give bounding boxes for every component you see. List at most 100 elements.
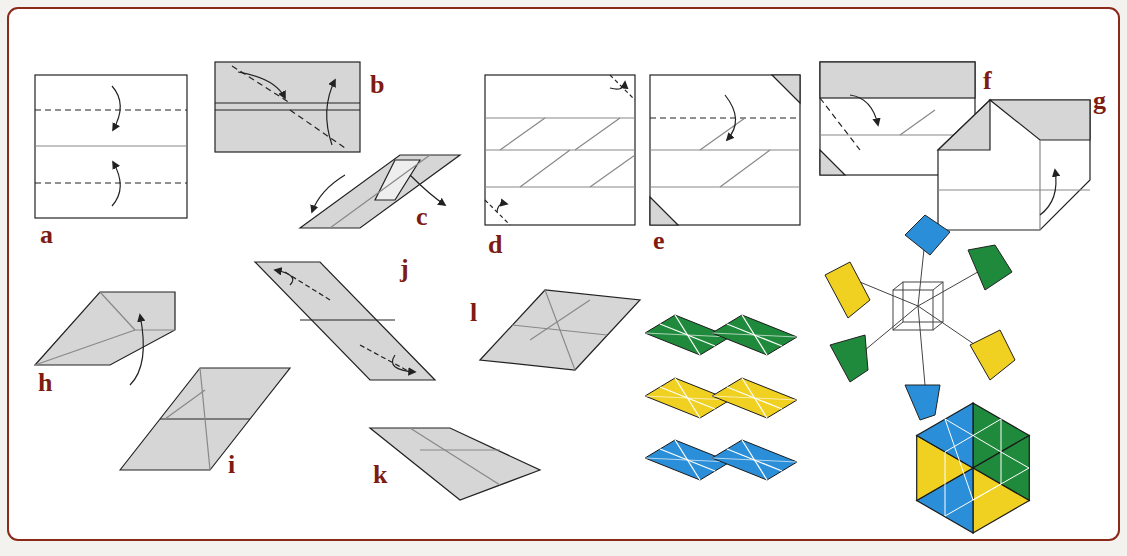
fold-steps-part	[650, 149, 800, 150]
fold-steps-part	[530, 300, 590, 340]
fold-steps-part	[232, 66, 290, 103]
fold-steps-part	[410, 428, 500, 485]
assembly-part	[970, 330, 1015, 380]
fold-steps-part	[35, 292, 175, 365]
fold-steps-part	[485, 200, 510, 225]
fold-steps-part	[820, 62, 975, 98]
fold-steps-part	[820, 134, 975, 135]
fold-steps-part	[1040, 170, 1056, 215]
fold-steps-part	[300, 319, 395, 320]
fold-steps-part	[650, 75, 800, 225]
fold-steps-part	[650, 197, 678, 225]
fold-steps-part	[35, 330, 135, 365]
fold-steps	[35, 62, 1090, 500]
assembly-part	[825, 262, 870, 318]
finished-model-part-part	[945, 419, 1001, 516]
colored-modules	[645, 315, 797, 480]
fold-steps-part	[327, 80, 335, 145]
fold-steps-part	[215, 62, 360, 152]
fold-steps-part	[772, 75, 800, 103]
fold-steps-part	[275, 270, 293, 285]
fold-steps-part	[485, 75, 635, 225]
fold-steps-part	[35, 75, 187, 218]
fold-steps-part	[610, 82, 625, 89]
fold-steps-part	[850, 95, 878, 125]
step-letter: f	[983, 68, 992, 94]
frame-part	[8, 8, 1119, 540]
fold-steps-part	[135, 329, 175, 330]
fold-steps-part	[590, 155, 635, 187]
fold-steps-part	[165, 390, 205, 419]
fold-steps-part	[35, 145, 187, 146]
step-letter: i	[228, 452, 235, 478]
assembly-part-part	[893, 282, 903, 290]
assembly-part	[905, 385, 940, 420]
finished-model-part	[945, 419, 1029, 516]
frame	[8, 8, 1119, 540]
fold-steps-part	[900, 110, 935, 135]
colored-modules-part	[712, 378, 797, 418]
assembly-part-part	[933, 282, 943, 290]
step-letter: e	[653, 228, 665, 254]
step-letter: d	[488, 232, 502, 258]
finished-model	[917, 403, 1030, 533]
fold-steps-part	[238, 72, 285, 98]
fold-steps-part	[393, 355, 416, 372]
fold-steps-part	[290, 110, 345, 148]
fold-steps-part	[520, 150, 570, 187]
fold-steps-part	[650, 186, 800, 187]
fold-steps-part	[35, 109, 187, 110]
step-letter: a	[40, 222, 53, 248]
fold-steps-part	[720, 150, 770, 187]
step-letter: j	[400, 256, 409, 282]
step-letter: g	[1093, 88, 1106, 114]
fold-steps-part	[215, 102, 360, 103]
fold-steps-part	[330, 155, 430, 228]
fold-steps-part	[300, 155, 460, 228]
fold-steps-part	[112, 162, 120, 206]
assembly-part	[830, 335, 868, 382]
fold-steps-part	[360, 345, 410, 372]
fold-steps-part	[35, 182, 187, 183]
fold-steps-part	[112, 86, 120, 130]
fold-steps-part	[312, 175, 345, 212]
fold-steps-part	[938, 100, 1090, 230]
fold-steps-part	[820, 98, 860, 150]
step-letter: c	[416, 204, 428, 230]
fold-steps-part	[820, 150, 845, 175]
fold-steps-part	[938, 100, 990, 150]
fold-steps-part	[610, 75, 635, 100]
fold-steps-part	[375, 160, 420, 200]
fold-steps-part	[200, 368, 210, 470]
step-letter: h	[38, 370, 52, 396]
step-letter: k	[373, 462, 387, 488]
fold-steps-part	[480, 290, 640, 370]
fold-steps-part	[485, 149, 635, 150]
fold-steps-part	[420, 449, 500, 450]
fold-steps-part	[725, 95, 736, 140]
fold-steps-part	[512, 325, 607, 335]
step-letter: l	[470, 300, 477, 326]
colored-modules-part	[712, 315, 797, 355]
fold-steps-part	[650, 117, 800, 118]
fold-steps-part	[100, 292, 135, 330]
fold-steps-part	[485, 186, 635, 187]
fold-steps-part	[120, 368, 290, 470]
assembly-part	[968, 245, 1012, 290]
assembly-part	[855, 240, 990, 385]
fold-steps-part	[485, 117, 635, 118]
assembly-part-part	[918, 306, 925, 385]
assembly-part-part	[865, 306, 918, 350]
fold-steps-part	[370, 428, 540, 500]
fold-steps-part	[410, 175, 445, 205]
step-letter: b	[370, 72, 384, 98]
fold-steps-part	[215, 109, 360, 110]
fold-steps-part	[130, 315, 143, 385]
fold-steps-part	[1039, 140, 1040, 230]
fold-steps-part	[497, 204, 507, 212]
finished-model-part-part	[945, 419, 1029, 500]
assembly	[825, 215, 1015, 420]
